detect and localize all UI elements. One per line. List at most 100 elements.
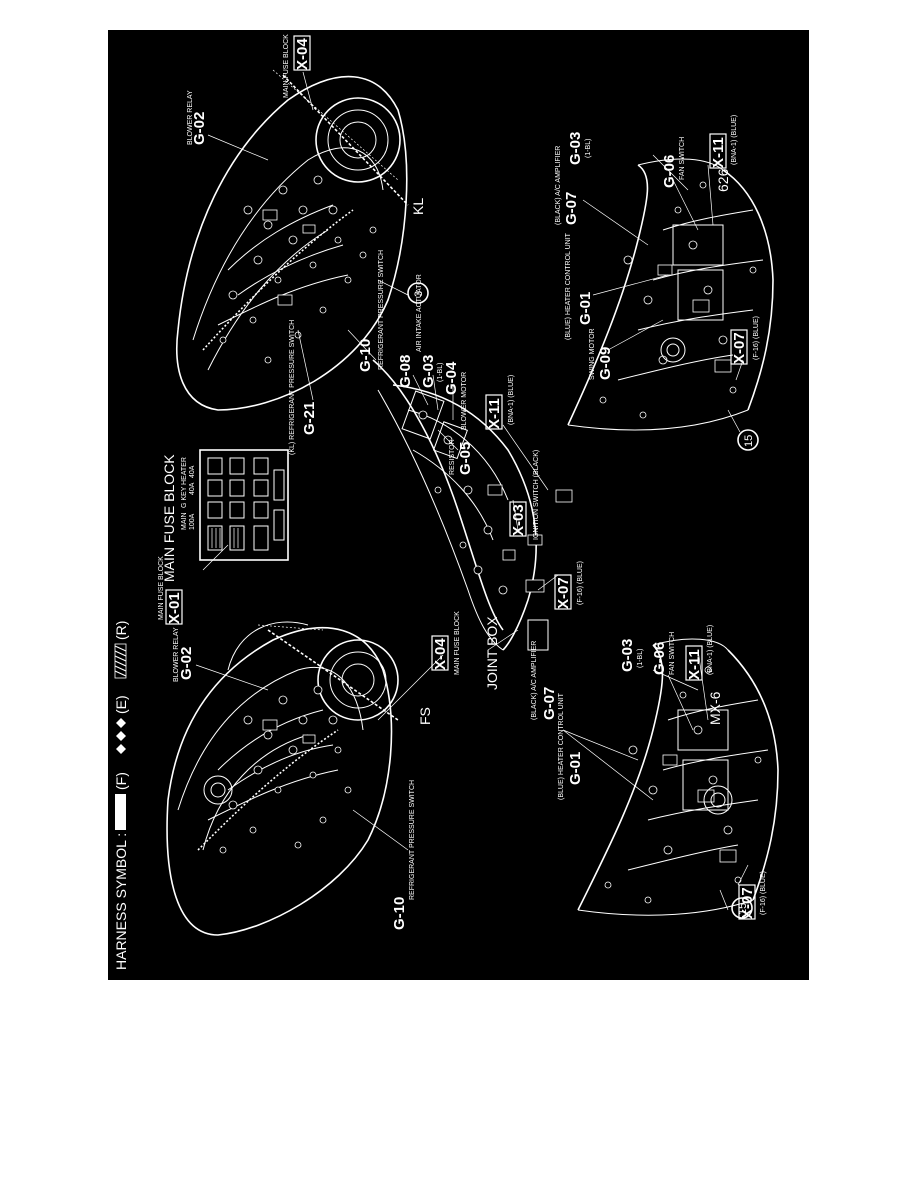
kl-x04-box: [293, 35, 311, 71]
d626-x11-label: (BNA-1) (BLUE): [731, 115, 738, 165]
blower-x03-code: X-03: [510, 504, 527, 536]
mx6-g01-label: (BLUE) HEATER CONTROL UNIT: [558, 692, 565, 800]
blower-g08-label: AIR INTAKE ACTUATOR: [416, 274, 423, 352]
fuse-slots: [207, 457, 285, 551]
blower-g05-label: RESISTOR: [449, 439, 456, 475]
kl-ground-circle: [407, 282, 429, 304]
blower-g03-label: (1-BL): [437, 363, 444, 382]
d626-components: [599, 181, 757, 419]
d626-g03-code: G-03: [567, 132, 584, 165]
d626-x07-box: [730, 329, 748, 365]
blower-unit: JOINT BOX G-05 RESISTOR G-08 AIR INTAKE …: [372, 274, 584, 690]
d626-g01-code: G-01: [577, 292, 594, 325]
mx6-ground-circle: [731, 897, 753, 919]
fs-g02-code: G-02: [178, 647, 195, 680]
engine-bay-fs: G-02 BLOWER RELAY X-04 MAIN FUSE BLOCK G…: [166, 611, 461, 936]
d626-g03-label: (1-BL): [585, 139, 592, 158]
mx6-components: [604, 666, 762, 904]
d626-x07-code: X-07: [731, 332, 748, 364]
d626-x11-code: X-11: [710, 137, 727, 168]
mx6-g06-code: G-06: [651, 642, 668, 675]
blower-x11-box: [485, 394, 503, 430]
mx6-g06-label: FAN SWITCH: [669, 632, 676, 675]
fs-wheel-arch: [317, 639, 399, 721]
mx6-model-label: MX-6: [707, 691, 723, 725]
d626-g07-code: G-07: [563, 192, 580, 225]
mx6-x07-box: [738, 884, 756, 920]
blower-x11-code: X-11: [486, 398, 503, 429]
kl-x04-label: MAIN FUSE BLOCK: [283, 34, 290, 98]
fuse-x01-box: [165, 589, 183, 625]
mx6-ground-label: 15: [737, 903, 749, 915]
kl-harness-trunk: [282, 74, 409, 206]
joint-box-label: JOINT BOX: [484, 616, 500, 690]
legend-r-label: (R): [113, 621, 129, 640]
blower-x11-label: (BNA-1) (BLUE): [508, 375, 515, 425]
kl-g21-label: (KL) REFRIGERANT PRESSURE SWITCH: [289, 320, 296, 455]
legend-diamonds-swatch: [116, 718, 126, 754]
d626-g09-code: G-09: [597, 347, 614, 380]
fs-hood-outline: [166, 627, 393, 936]
blower-x03-label: IGNITION SWITCH (BLACK): [533, 450, 540, 540]
mx6-g01-code: G-01: [567, 752, 584, 785]
fuse-x01-code: X-01: [166, 592, 183, 624]
fuse-heater-name: HEATER: [181, 457, 188, 485]
header-title: HARNESS SYMBOL :: [113, 833, 129, 970]
mx6-dash-outline-bottom: [727, 649, 779, 901]
blower-outline-top: [372, 359, 504, 631]
kl-g10-code: G-10: [357, 339, 374, 372]
fuse-block-body: [199, 449, 289, 561]
d626-dash-outline-top: [567, 164, 649, 426]
d626-g06-code: G-06: [661, 155, 678, 188]
d626-g07-label: (BLACK) A/C AMPLIFIER: [555, 146, 562, 225]
kl-x04-code: X-04: [294, 38, 311, 70]
harness-diagram: HARNESS SYMBOL : (F) (E) (R): [113, 34, 779, 970]
fuse-main-name: MAIN: [181, 513, 188, 531]
d626-g09-label: SWING MOTOR: [589, 328, 596, 380]
blower-x03-box: [509, 501, 527, 537]
dash-626: G-07 (BLACK) A/C AMPLIFIER G-01 (BLUE) H…: [555, 115, 774, 451]
legend-dots-swatch: [115, 794, 126, 830]
blower-g03-code: G-03: [420, 355, 437, 388]
kl-ground-label: 3: [413, 291, 425, 297]
blower-g05-code: G-05: [457, 442, 474, 475]
kl-g02-code: G-02: [191, 112, 208, 145]
blower-g04-code: G-04: [443, 361, 460, 395]
mx6-g03-label: (1-BL): [637, 649, 644, 668]
mx6-x11-label: (BNA-1) (BLUE): [707, 625, 714, 675]
fuse-x01-label: MAIN FUSE BLOCK: [158, 556, 165, 620]
fs-g02-label: BLOWER RELAY: [173, 627, 180, 682]
fs-x04-code: X-04: [432, 638, 449, 670]
fs-components: [203, 685, 352, 854]
mx6-g03-code: G-03: [619, 639, 636, 672]
blower-outline-bottom: [392, 384, 537, 651]
d626-model-label: 626: [715, 168, 731, 192]
mx6-g07-label: (BLACK) A/C AMPLIFIER: [531, 641, 538, 720]
blower-g04-label: BLOWER MOTOR: [461, 372, 468, 430]
fs-g10-label: REFRIGERANT PRESSURE SWITCH: [409, 780, 416, 900]
fuse-main-rating: 100A: [189, 513, 196, 530]
kl-hood-outline: [176, 75, 408, 411]
blower-x07-box: [554, 574, 572, 610]
blower-x07-code: X-07: [555, 577, 572, 609]
blower-x07-label: (F-16) (BLUE): [577, 561, 584, 605]
fs-harness-trunk: [267, 629, 399, 721]
kl-g10-label: REFRIGERANT PRESSURE SWITCH: [378, 250, 385, 370]
mx6-x11-code: X-11: [686, 649, 703, 680]
kl-model-label: KL: [410, 198, 426, 215]
d626-dash-outline-bottom: [722, 169, 774, 411]
d626-g01-label: (BLUE) HEATER CONTROL UNIT: [565, 232, 572, 340]
legend-hatch-swatch: [114, 643, 127, 679]
legend-e-label: (E): [113, 695, 129, 714]
dash-mx6: G-01 (BLUE) HEATER CONTROL UNIT G-07 (BL…: [531, 625, 779, 920]
kl-g02-label: BLOWER RELAY: [187, 90, 194, 145]
kl-components: [219, 175, 377, 364]
fuse-gkey-name: G KEY: [181, 486, 188, 508]
mx6-g07-code: G-07: [541, 687, 558, 720]
mx6-x07-label: (F-16) (BLUE): [760, 871, 767, 915]
mx6-dash-outline-top: [577, 644, 664, 911]
blower-components: [418, 410, 573, 651]
engine-bay-kl: G-02 BLOWER RELAY X-04 MAIN FUSE BLOCK G…: [176, 34, 429, 455]
kl-wheel-arch: [315, 97, 401, 183]
d626-ground-label: 15: [743, 435, 755, 447]
